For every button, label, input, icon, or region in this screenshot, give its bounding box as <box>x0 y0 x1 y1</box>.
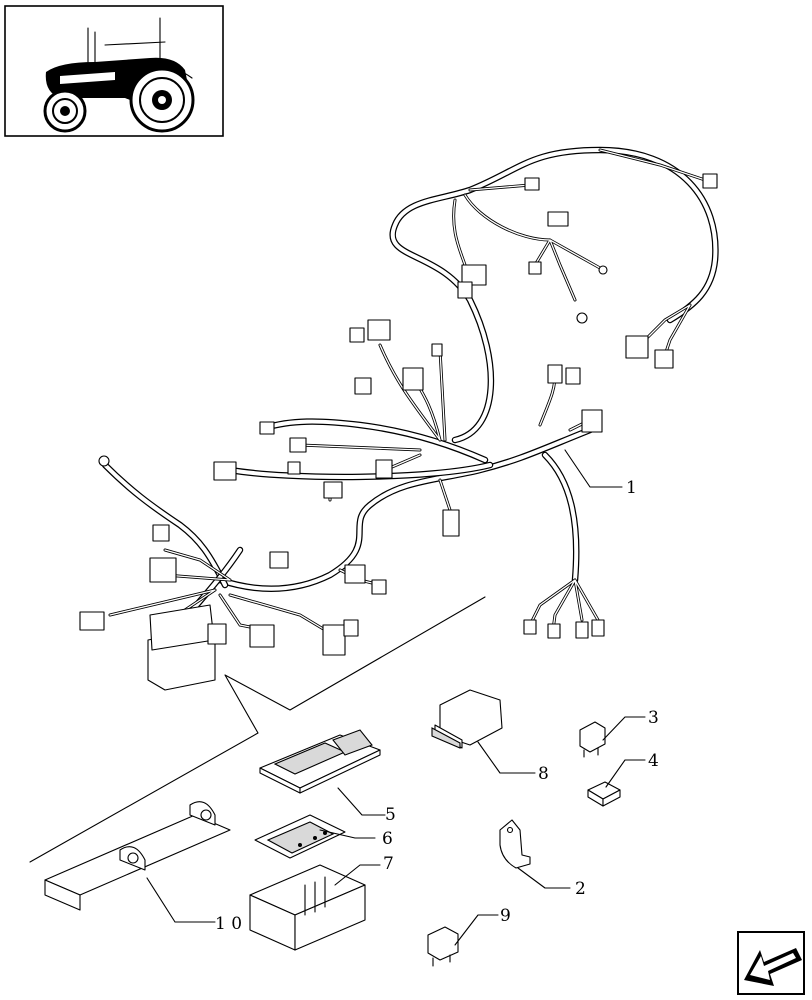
callout-1: 1 <box>626 478 637 498</box>
thumbnail[interactable] <box>4 5 224 137</box>
callout-2: 2 <box>575 879 586 899</box>
relay-small[interactable] <box>427 926 459 967</box>
bracket[interactable] <box>44 801 231 911</box>
relay-module[interactable] <box>431 689 503 749</box>
callout-10: 1 0 <box>215 914 242 934</box>
relay[interactable] <box>579 721 606 758</box>
fuse[interactable] <box>587 781 621 807</box>
fuse-box-cover[interactable] <box>259 729 381 794</box>
callout-5: 5 <box>385 805 396 825</box>
callout-7: 7 <box>383 854 394 874</box>
callout-3: 3 <box>648 708 659 728</box>
callout-8: 8 <box>538 764 549 784</box>
fuse-box-base[interactable] <box>249 864 366 951</box>
clip[interactable] <box>499 819 531 869</box>
callout-4: 4 <box>648 751 659 771</box>
wiring-harness[interactable] <box>79 146 719 691</box>
callout-9: 9 <box>500 906 511 926</box>
callout-6: 6 <box>382 829 393 849</box>
explode-outline <box>29 596 486 863</box>
callouts: 1 2 3 4 5 6 7 8 9 1 0 <box>215 478 659 934</box>
fuse-plate[interactable] <box>254 814 346 859</box>
arrow-down-left-icon[interactable] <box>737 931 805 995</box>
tractor-icon <box>43 17 195 133</box>
leader-lines <box>146 449 646 946</box>
